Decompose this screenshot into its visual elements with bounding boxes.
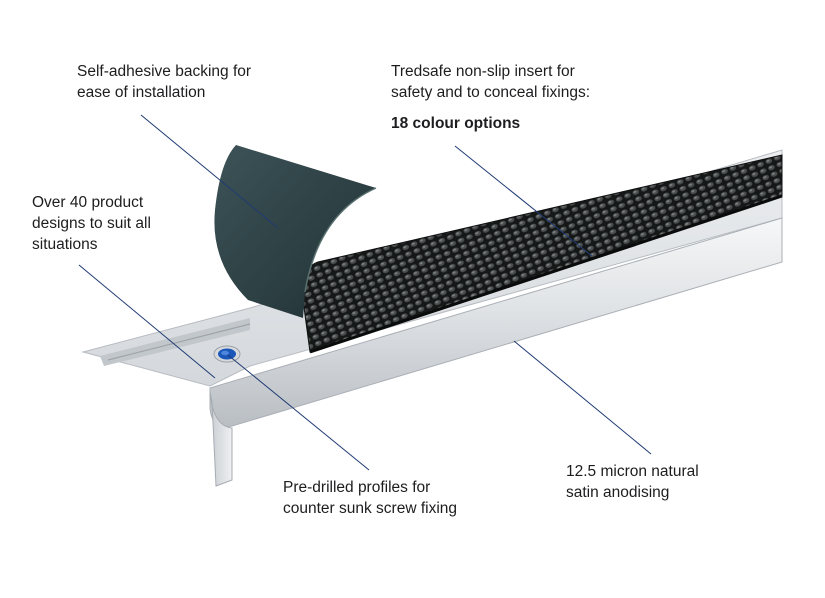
callout-anodising-line-2: satin anodising	[566, 484, 670, 501]
callout-anodising: 12.5 micron natural satin anodising	[566, 461, 699, 503]
leader-line-adhesive	[140, 114, 279, 229]
callout-product-designs-line-3: situations	[32, 236, 98, 253]
callout-tredsafe: Tredsafe non-slip insert for safety and …	[391, 61, 590, 134]
callout-pre-drilled-line-2: counter sunk screw fixing	[283, 500, 458, 517]
callout-self-adhesive: Self-adhesive backing for ease of instal…	[77, 61, 251, 103]
callout-self-adhesive-line-2: ease of installation	[77, 84, 206, 101]
callout-tredsafe-line-2: safety and to conceal fixings:	[391, 84, 591, 101]
leader-line-anodising	[513, 340, 652, 455]
leader-line-tredsafe	[454, 145, 593, 257]
callout-self-adhesive-line-1: Self-adhesive backing for	[77, 63, 252, 80]
callout-pre-drilled: Pre-drilled profiles for counter sunk sc…	[283, 477, 457, 519]
callout-tredsafe-colour-options: 18 colour options	[391, 115, 521, 132]
leader-line-designs	[78, 264, 216, 379]
leader-line-predrilled	[227, 354, 370, 471]
callout-pre-drilled-line-1: Pre-drilled profiles for	[283, 479, 431, 496]
callout-product-designs: Over 40 product designs to suit all situ…	[32, 192, 151, 255]
callout-product-designs-line-1: Over 40 product	[32, 194, 144, 211]
callout-product-designs-line-2: designs to suit all	[32, 215, 151, 232]
callout-anodising-line-1: 12.5 micron natural	[566, 463, 699, 480]
channel-groove	[100, 318, 250, 366]
callout-tredsafe-line-1: Tredsafe non-slip insert for	[391, 63, 575, 80]
vertical-leg	[209, 391, 233, 487]
adhesive-backing	[214, 145, 376, 318]
